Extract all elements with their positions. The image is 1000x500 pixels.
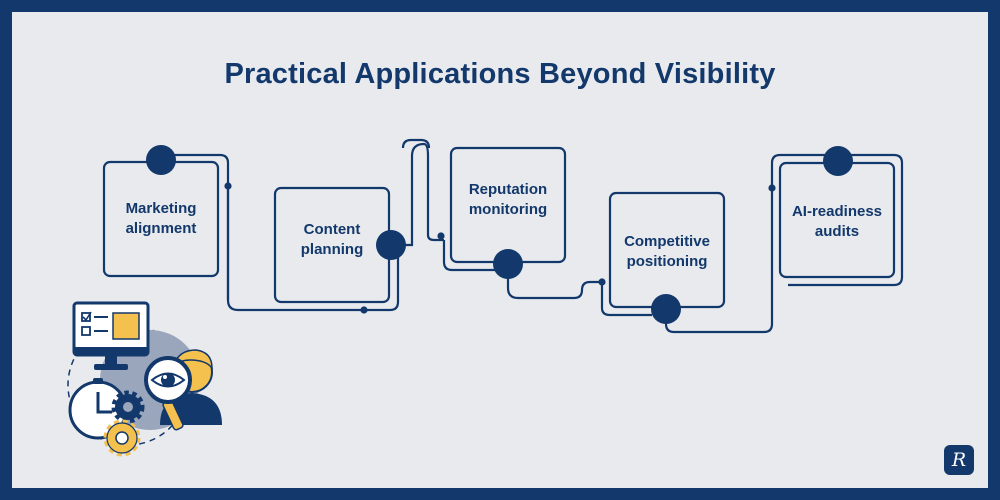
step-label-ai-readiness: AI-readiness audits [791, 203, 883, 240]
magnifier-eye-icon [144, 356, 192, 431]
junction-dot [224, 182, 232, 190]
connector-5 [664, 188, 774, 334]
step-label-content: Content planning [300, 221, 364, 258]
junction-dot [768, 184, 776, 192]
junction-dot [437, 232, 445, 240]
connector-3 [442, 240, 500, 272]
step-label-competitive: Competitive positioning [624, 233, 710, 270]
junction-dot [598, 278, 606, 286]
step-node-competitive [651, 294, 681, 324]
illustration [67, 301, 222, 457]
step-node-marketing [146, 145, 176, 175]
step-label-reputation: Reputation monitoring [468, 181, 548, 218]
checklist-monitor-icon [72, 301, 150, 370]
brand-logo: R [944, 445, 974, 475]
connector-4 [506, 264, 652, 317]
step-node-ai-readiness [823, 146, 853, 176]
connector-2 [391, 142, 444, 247]
connector-ai-frame [770, 153, 904, 287]
step-node-reputation [493, 249, 523, 279]
gear-icon [103, 390, 145, 457]
step-node-content [376, 230, 406, 260]
step-label-marketing: Marketing alignment [125, 200, 197, 237]
page-title: Practical Applications Beyond Visibility [224, 58, 776, 90]
junction-dot [360, 306, 368, 314]
connector-1 [161, 153, 400, 312]
connector-2b [401, 138, 431, 149]
